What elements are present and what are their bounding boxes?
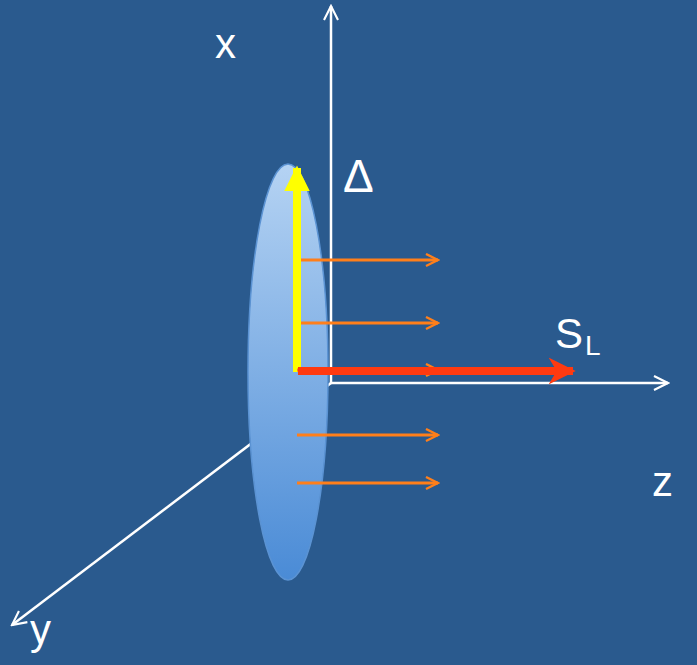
vector-label: S — [555, 310, 583, 358]
z-axis — [331, 382, 668, 385]
axis-label: x — [215, 20, 236, 68]
spin-vector — [298, 367, 573, 375]
subscript-label: L — [585, 330, 601, 362]
x-axis — [330, 6, 333, 383]
axis-label: z — [652, 458, 673, 506]
gap-vector — [293, 168, 301, 372]
vector-label: Δ — [343, 150, 374, 203]
axis-label: y — [30, 606, 51, 654]
